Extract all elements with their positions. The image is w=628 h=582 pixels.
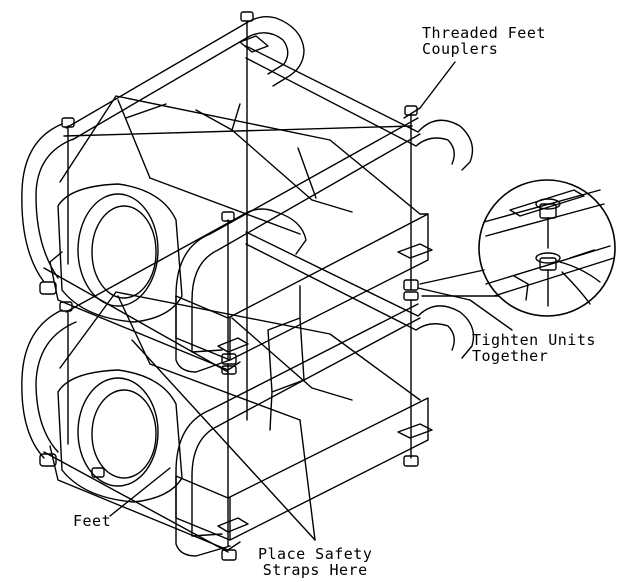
lower-frame-right-tube [245,231,475,359]
leader-tighten [469,299,513,331]
upper-frame-left-tube [21,123,63,283]
callout-leaders [109,61,513,541]
detail-leader-top [419,269,485,285]
safety-strap-zone [267,285,305,431]
callout-tighten-line1: Tighten Units [472,331,596,349]
lower-projector [43,291,433,553]
lower-frame-front-tube [175,303,419,473]
callout-tighten-line2: Together [472,347,549,365]
callout-feet-line1: Feet [73,512,112,530]
detail-circle [478,179,616,317]
upper-projector-lens-housing [57,183,183,323]
upper-front-foot [39,281,57,295]
leader-straps-1 [299,419,316,541]
detail-magnifier [419,179,616,317]
callout-couplers-line1: Threaded Feet [422,24,546,42]
callout-feet: Feet [73,513,111,529]
callout-couplers-line2: Couplers [422,40,499,58]
callout-straps-line2: Straps Here [262,561,368,579]
leader-feet [109,467,171,517]
upper-projector-lens [77,193,159,307]
upper-projector [39,95,433,373]
lower-frame-left-tube [21,309,63,459]
leader-straps-2 [131,339,316,541]
lower-projector-lens-housing [57,369,183,503]
upper-frame-back-tube [65,15,305,129]
lower-projector-top [59,291,421,401]
lower-frame [21,208,475,557]
lower-front-foot-left [39,453,57,467]
leader-couplers [419,61,456,109]
coupler-right [403,279,419,291]
lower-feet [39,453,419,561]
callout-straps-line1: Place Safety [258,545,373,563]
lower-foot-right [403,455,419,467]
upper-frame-front-tube [175,117,419,297]
upper-projector-top [59,95,421,215]
lower-projector-lens [77,377,159,487]
lower-foot-front [221,549,237,561]
coupler-front [221,353,237,365]
upper-frame [21,11,474,373]
upper-frame-caps [61,11,418,222]
upper-frame-right-tube [245,45,474,171]
